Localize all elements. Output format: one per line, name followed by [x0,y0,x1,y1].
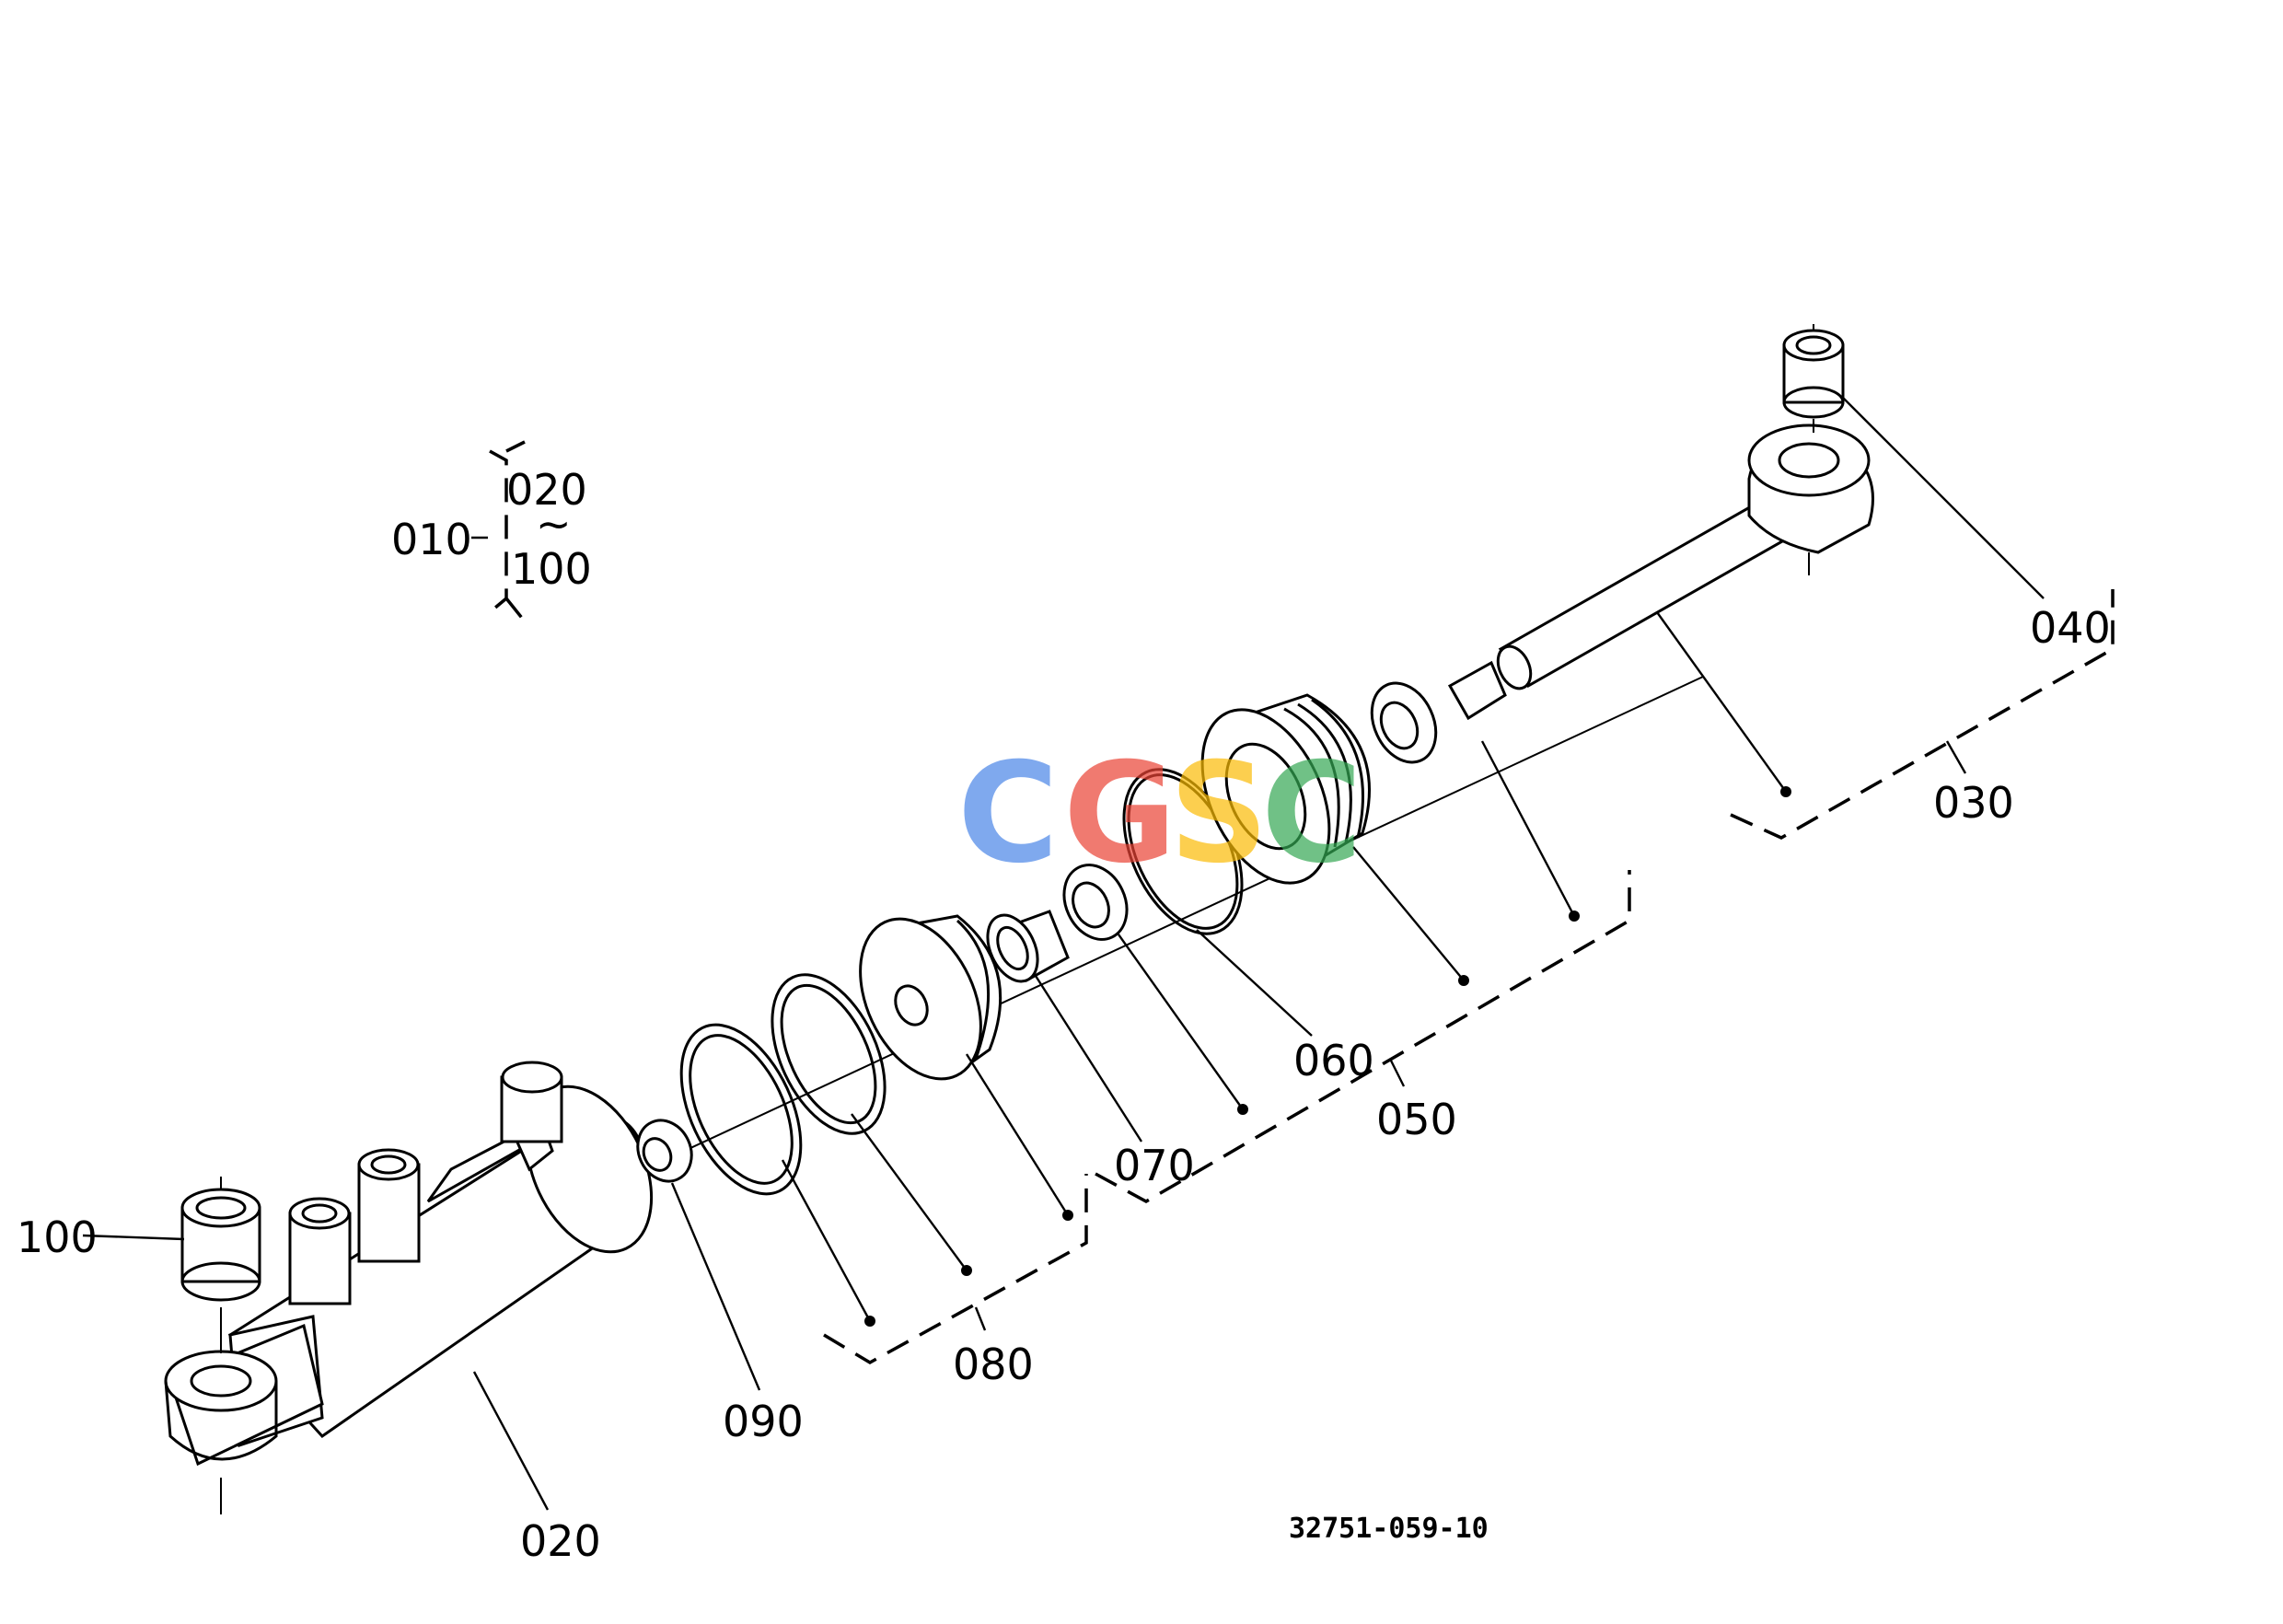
callout-100: 100 [17,1212,98,1262]
bushing-040 [1782,324,1845,433]
callout-010: 010 [391,515,472,564]
leader-dots [864,786,1791,1327]
callout-020: 020 [520,1516,601,1566]
svg-text:S: S [1169,734,1269,894]
callout-range-tilde: ~ [536,499,572,549]
rod-gland-050 [1200,693,1371,885]
piston-bushing-070 [986,910,1070,983]
callout-090: 090 [723,1397,804,1446]
rod-seal [1062,864,1129,941]
callout-050: 050 [1376,1095,1457,1144]
piston-rod-030 [1447,423,1874,721]
callout-020-range: 020 [506,465,587,515]
svg-text:C: C [957,734,1059,894]
callout-060: 060 [1293,1036,1374,1085]
svg-text:C: C [1261,734,1362,894]
watermark-logo: C G S C [957,734,1362,894]
group-brackets [488,440,2115,1365]
callout-100-range: 100 [511,544,592,594]
callout-080: 080 [953,1340,1034,1389]
callout-040: 040 [2030,603,2111,653]
seal-ring-outer [679,1023,803,1196]
wiper-seal [1370,681,1438,764]
leader-lines [82,395,2045,1511]
bushing-100 [180,1177,261,1302]
drawing-code: 32751-059-10 [1289,1513,1489,1545]
piston [859,914,1002,1081]
assembly-axis [634,676,1704,1175]
svg-text:G: G [1063,734,1176,894]
cylinder-tube [164,1061,654,1514]
callout-070: 070 [1114,1141,1195,1190]
callout-030: 030 [1933,778,2014,828]
nut-090 [636,1119,693,1183]
